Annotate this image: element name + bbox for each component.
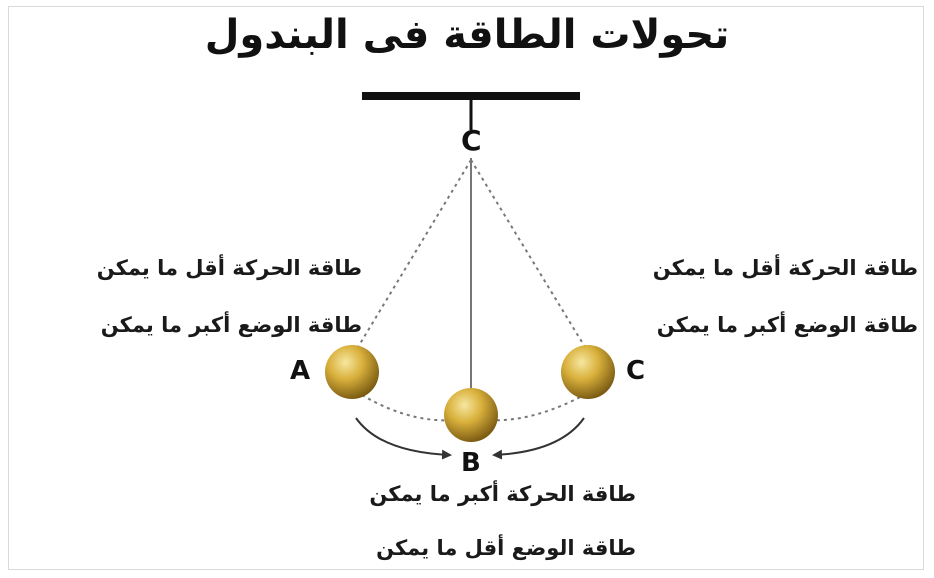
- point-a-label: A: [290, 356, 310, 386]
- point-c-potential: طاقة الوضع أكبر ما يمكن: [600, 313, 918, 337]
- arrow-c-to-b: [494, 418, 584, 455]
- pendulum-bob-b: [444, 388, 498, 442]
- point-a-kinetic: طاقة الحركة أقل ما يمكن: [40, 256, 362, 280]
- point-b-potential: طاقة الوضع أقل ما يمكن: [306, 536, 636, 560]
- point-b-kinetic: طاقة الحركة أكبر ما يمكن: [306, 482, 636, 506]
- point-a-potential: طاقة الوضع أكبر ما يمكن: [40, 313, 362, 337]
- dotted-string-a: [355, 160, 471, 352]
- pivot-label: C: [461, 124, 482, 157]
- pendulum-bob-a: [325, 345, 379, 399]
- point-c-kinetic: طاقة الحركة أقل ما يمكن: [600, 256, 918, 280]
- point-c-label: C: [626, 356, 645, 386]
- point-b-label: B: [461, 448, 481, 478]
- arrow-a-to-b: [356, 418, 450, 455]
- dotted-string-c: [471, 160, 588, 352]
- pendulum-bob-c: [561, 345, 615, 399]
